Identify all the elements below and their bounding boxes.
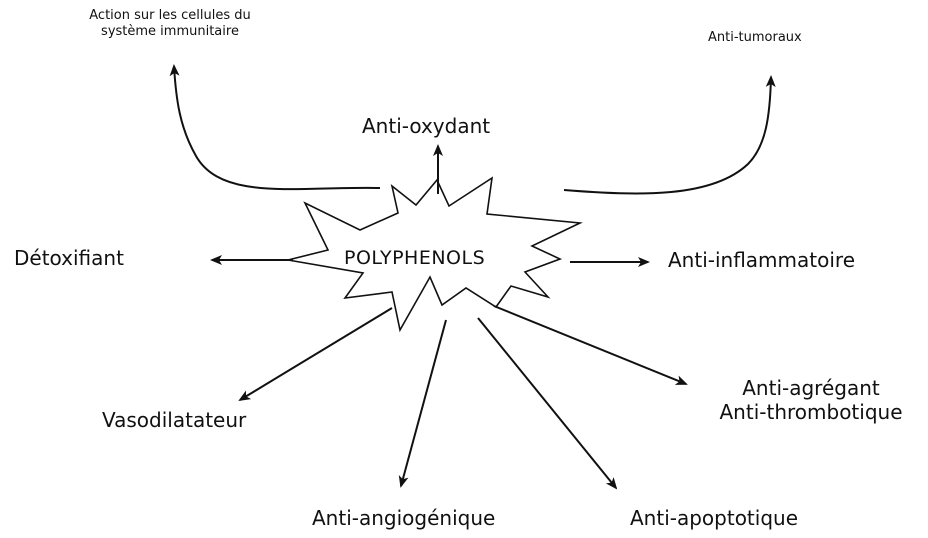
label-antiaggregant-line-2: Anti-thrombotique [719, 400, 903, 424]
label-antiangiogenic: Anti-angiogénique [312, 506, 496, 530]
arrow-antitumor [563, 75, 776, 195]
label-antioxidant: Anti-oxydant [362, 114, 491, 138]
arrow-antiapoptotic [477, 317, 618, 490]
label-antiapoptotic: Anti-apoptotique [630, 506, 799, 530]
label-antiaggregant: Anti-agrégant Anti-thrombotique [700, 376, 922, 424]
arrow-immune [169, 64, 381, 191]
center-label: POLYPHENOLS [344, 247, 486, 269]
label-immune: Action sur les cellules du système immun… [62, 8, 278, 39]
arrow-antiaggregant [493, 305, 688, 385]
label-antiinflammatory: Anti-inflammatoire [668, 248, 856, 272]
label-immune-line-2: système immunitaire [101, 23, 239, 39]
arrow-antiangiogenic [398, 319, 447, 488]
arrow-vasodilator [238, 307, 393, 402]
label-antiaggregant-line-1: Anti-agrégant [742, 376, 880, 400]
label-detox: Détoxifiant [14, 246, 124, 270]
label-antitumor: Anti-tumoraux [708, 30, 802, 45]
label-immune-line-1: Action sur les cellules du [89, 8, 251, 23]
label-vasodilator: Vasodilatateur [102, 408, 247, 432]
